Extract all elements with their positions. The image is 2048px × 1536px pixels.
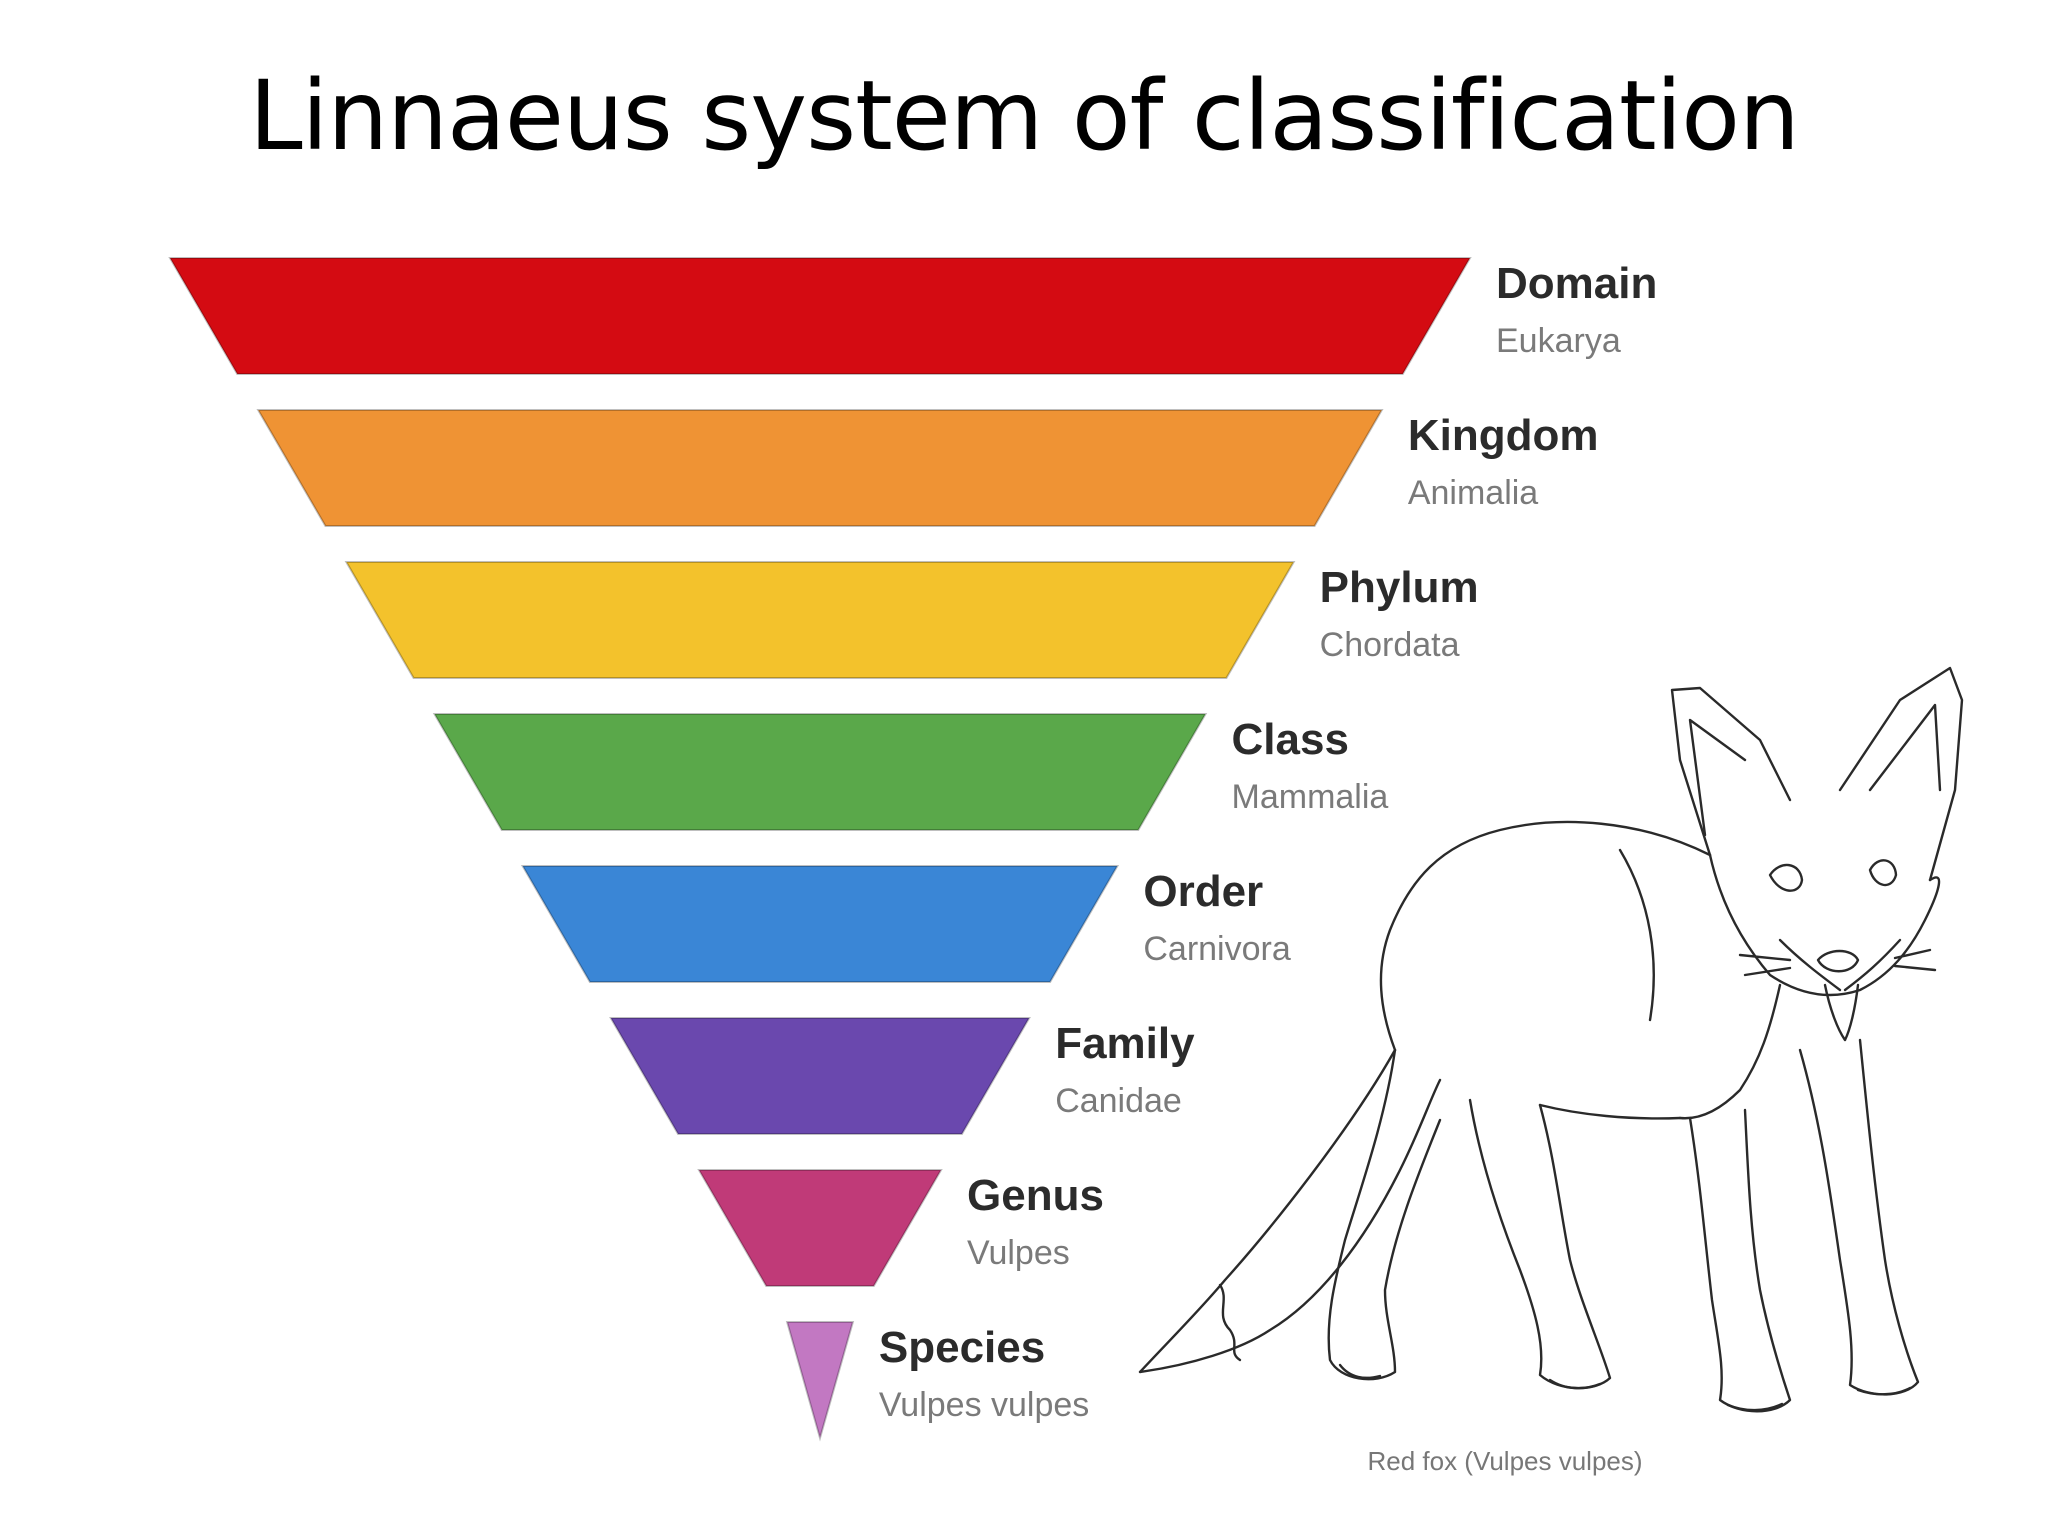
fox-belly (1538, 1103, 1682, 1120)
rank-label-genus: Genus (967, 1171, 1104, 1220)
rank-example-kingdom: Animalia (1408, 474, 1538, 512)
rank-band-family (609, 1017, 1031, 1135)
inverted-pyramid: DomainEukaryaKingdomAnimaliaPhylumChorda… (168, 257, 1657, 1442)
rank-example-family: Canidae (1055, 1082, 1182, 1120)
rank-example-order: Carnivora (1143, 930, 1290, 968)
rank-band-kingdom (256, 409, 1384, 527)
rank-example-domain: Eukarya (1496, 322, 1621, 360)
rank-band-phylum (344, 561, 1296, 679)
rank-band-species (785, 1321, 855, 1442)
fox-right-eye (1868, 859, 1898, 887)
rank-label-kingdom: Kingdom (1408, 411, 1599, 460)
fox-left-ear-inner (1688, 718, 1747, 837)
fox-nose (1816, 949, 1860, 973)
slide-title: Linnaeus system of classification (249, 60, 1800, 172)
fox-right-ear-inner (1868, 703, 1942, 792)
rank-band-domain (168, 257, 1472, 375)
fox-chest (1678, 983, 1782, 1120)
fox-front-paw-right (1856, 1386, 1912, 1396)
rank-band-class (432, 713, 1208, 831)
rank-example-species: Vulpes vulpes (879, 1386, 1089, 1424)
rank-example-class: Mammalia (1232, 778, 1389, 816)
fox-tail-tip-mark (1218, 1283, 1242, 1362)
fox-hind-leg-right (1468, 1098, 1612, 1390)
rank-label-domain: Domain (1496, 259, 1657, 308)
fox-whiskers (1738, 948, 1937, 977)
rank-band-order (520, 865, 1120, 983)
rank-band-genus (697, 1169, 943, 1287)
fox-front-paw-left (1726, 1402, 1784, 1412)
rank-label-order: Order (1143, 867, 1263, 916)
rank-label-class: Class (1232, 715, 1349, 764)
fox-shoulder (1618, 848, 1655, 1022)
fox-hind-paw-right (1548, 1378, 1602, 1390)
rank-label-family: Family (1055, 1019, 1195, 1068)
rank-label-species: Species (879, 1323, 1045, 1372)
rank-example-phylum: Chordata (1320, 626, 1460, 664)
rank-example-genus: Vulpes (967, 1234, 1070, 1272)
fox-left-ear (1670, 686, 1792, 857)
fox-illustration: Red fox (Vulpes vulpes) (1138, 666, 1964, 1476)
fox-hind-leg-left (1327, 1048, 1442, 1381)
fox-mouth (1823, 983, 1860, 1042)
fox-left-eye (1768, 863, 1804, 892)
fox-hind-paw-left (1338, 1363, 1382, 1379)
fox-head (1708, 853, 1941, 997)
fox-front-leg-left (1688, 1108, 1792, 1413)
fox-tail (1138, 1048, 1442, 1374)
fox-front-leg-right (1798, 1038, 1920, 1396)
fox-muzzle (1778, 938, 1902, 992)
fox-right-ear (1838, 666, 1964, 882)
rank-label-phylum: Phylum (1320, 563, 1479, 612)
fox-back (1379, 820, 1712, 1052)
illustration-caption: Red fox (Vulpes vulpes) (1367, 1446, 1642, 1476)
